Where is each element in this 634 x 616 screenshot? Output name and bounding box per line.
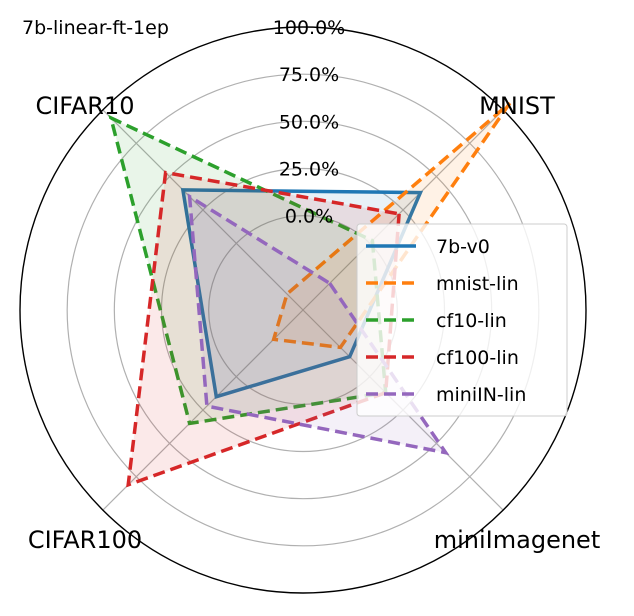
tick-label-0: 0.0% [285, 206, 333, 228]
legend-label-7b-v0: 7b-v0 [436, 236, 490, 258]
series-fill-cf100-lin [128, 172, 400, 485]
legend-label-mnist-lin: mnist-lin [436, 273, 519, 295]
axis-label-miniimagenet: miniImagenet [434, 526, 600, 554]
axis-label-mnist: MNIST [479, 92, 555, 120]
outer-frame [19, 26, 587, 594]
tick-label-4: 100.0% [273, 17, 345, 39]
legend-label-cf100-lin: cf100-lin [436, 347, 519, 369]
grid-spoke-2 [102, 309, 304, 511]
axis-label-cifar100: CIFAR100 [28, 526, 142, 554]
radial-tick-labels: 0.0% 25.0% 50.0% 75.0% 100.0% [273, 17, 345, 228]
series-fill-cf10-lin [110, 117, 386, 424]
tick-label-1: 25.0% [279, 159, 339, 181]
chart-title: 7b-linear-ft-1ep [22, 17, 169, 39]
legend-frame [356, 223, 568, 417]
grid-spoke-0 [302, 109, 504, 311]
grid-spoke-3 [102, 109, 304, 311]
legend-label-cf10-lin: cf10-lin [436, 310, 507, 332]
legend-label-miniin-lin: miniIN-lin [436, 384, 526, 406]
tick-label-3: 75.0% [279, 64, 339, 86]
legend: 7b-v0 mnist-lin cf10-lin cf100-lin miniIN-li… [356, 223, 568, 417]
tick-label-2: 50.0% [279, 111, 339, 133]
axis-label-cifar10: CIFAR10 [35, 92, 134, 120]
